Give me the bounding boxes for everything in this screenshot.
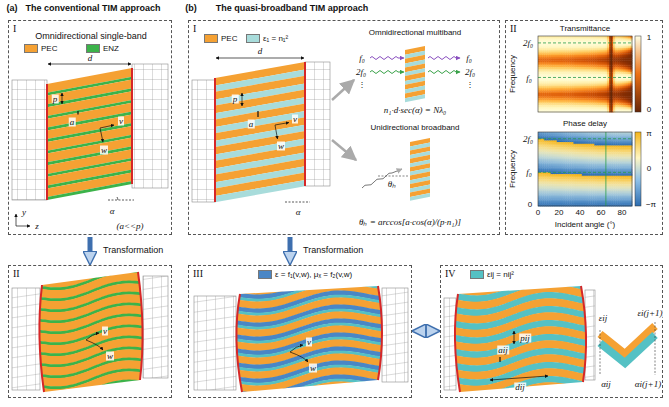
figure-page: IOmnidirectional single-bandIIIIIIIIIV(a…: [0, 0, 669, 407]
